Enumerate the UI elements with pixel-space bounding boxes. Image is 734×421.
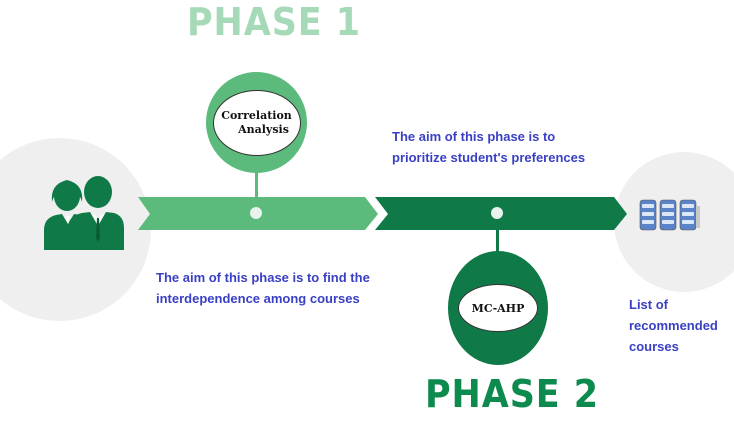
phase2-title: PHASE 2 (425, 372, 599, 416)
phase1-title: PHASE 1 (187, 0, 361, 44)
phase2-dot (491, 207, 503, 219)
phase2-connector (496, 214, 499, 254)
phase2-method: MC-AHP (458, 284, 538, 332)
phase2-description: The aim of this phase is to prioritize s… (392, 129, 586, 165)
phase2-method-label: MC-AHP (471, 301, 525, 315)
phase1-dot (250, 207, 262, 219)
phase1-method: Correlation Analysis (212, 89, 301, 156)
result-description: List of recommended courses (629, 297, 718, 354)
phase1-method-line1: Correlation (221, 108, 292, 122)
phase1-method-line2: Analysis (238, 122, 289, 136)
phase2-circle: MC-AHP (448, 251, 548, 365)
people-icon (44, 176, 124, 250)
phase1-connector (255, 168, 258, 214)
phase1-circle: Correlation Analysis (206, 72, 307, 173)
phase1-description: The aim of this phase is to find the int… (156, 270, 370, 306)
course-list-icon (639, 199, 700, 231)
